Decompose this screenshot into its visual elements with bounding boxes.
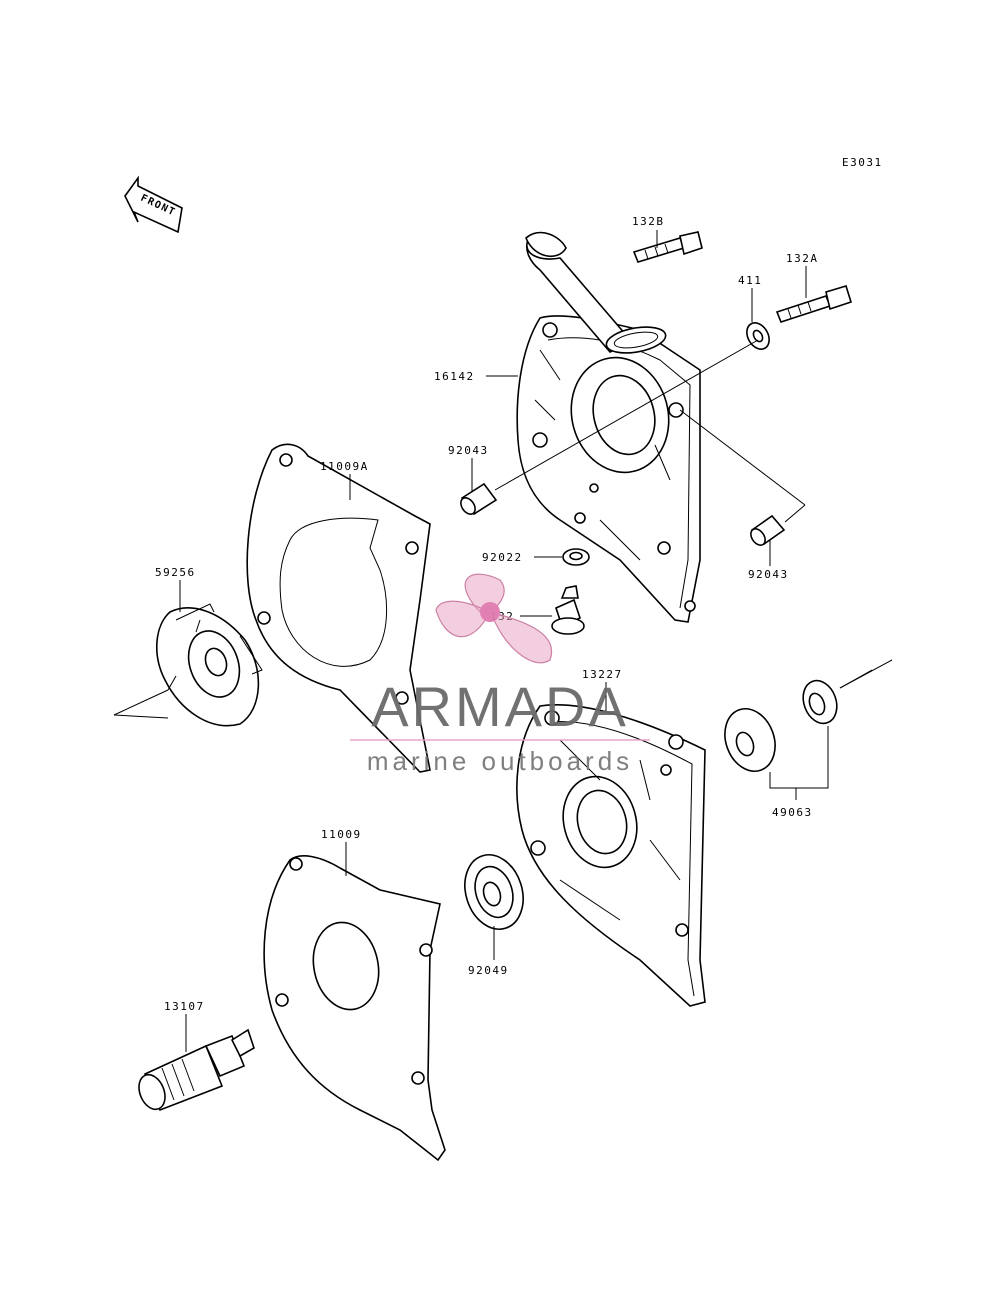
watermark-tagline: marine outboards bbox=[367, 746, 633, 776]
label-92049: 92049 bbox=[468, 964, 509, 977]
impeller-59256 bbox=[155, 603, 263, 727]
watermark-brand: ARMADA bbox=[371, 675, 629, 738]
propeller-icon bbox=[435, 573, 553, 664]
seal-49063-b bbox=[802, 679, 838, 725]
label-132b: 132B bbox=[632, 215, 665, 228]
upper-housing-16142 bbox=[516, 231, 701, 623]
label-411: 411 bbox=[738, 274, 762, 287]
front-arrow-icon: FRONT bbox=[124, 175, 183, 234]
label-92022: 92022 bbox=[482, 551, 523, 564]
bolt-132a bbox=[775, 285, 852, 323]
label-132a: 132A bbox=[786, 252, 819, 265]
label-92043-left: 92043 bbox=[448, 444, 489, 457]
label-92043-right: 92043 bbox=[748, 568, 789, 581]
label-16142: 16142 bbox=[434, 370, 475, 383]
washer-92022 bbox=[562, 548, 590, 566]
watermark-logo: ARMADA marine outboards bbox=[350, 573, 650, 776]
gasket-11009 bbox=[263, 855, 446, 1162]
seal-49063-a bbox=[724, 708, 776, 772]
shaft-13107 bbox=[138, 1028, 255, 1112]
label-59256: 59256 bbox=[155, 566, 196, 579]
seal-92049 bbox=[464, 854, 524, 930]
label-13227: 13227 bbox=[582, 668, 623, 681]
label-11009a: 11009A bbox=[320, 460, 369, 473]
bolt-132b bbox=[632, 231, 703, 263]
gasket-11009a bbox=[246, 443, 431, 773]
dowel-92043-right bbox=[750, 514, 786, 546]
label-49063: 49063 bbox=[772, 806, 813, 819]
washer-411 bbox=[746, 322, 770, 350]
label-13107: 13107 bbox=[164, 1000, 205, 1013]
label-11009: 11009 bbox=[321, 828, 362, 841]
bolt-132 bbox=[551, 585, 585, 635]
lower-housing-13227 bbox=[516, 704, 706, 1007]
dowel-92043-left bbox=[460, 482, 498, 516]
diagram-code: E3031 bbox=[842, 156, 883, 169]
